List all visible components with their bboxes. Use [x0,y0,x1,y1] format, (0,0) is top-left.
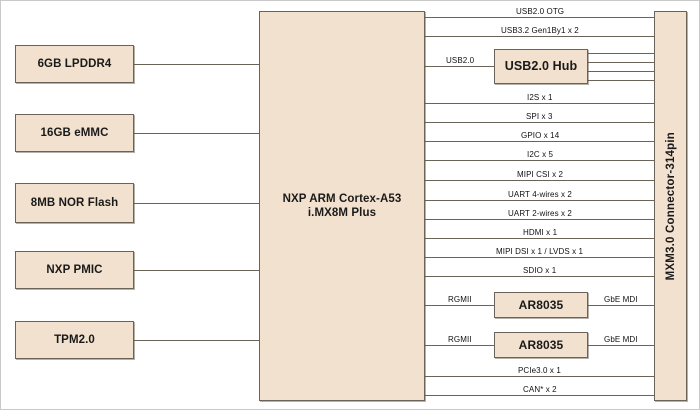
usb2-hub-input-label: USB2.0 [443,56,478,66]
signal-label: HDMI x 1 [520,228,561,238]
signal-label: I2C x 5 [524,150,557,160]
usb2-hub-output-wire [588,80,655,81]
ethernet-phy-label: AR8035 [518,337,564,352]
left-component-wire [134,270,260,271]
usb2-hub-block[interactable]: USB2.0 Hub [494,49,588,84]
left-component-box[interactable]: 16GB eMMC [15,114,134,152]
phy-rgmii-label: RGMII [445,335,475,345]
usb2-hub-input-wire [425,66,495,67]
signal-label: UART 2-wires x 2 [505,209,575,219]
phy-mdi-label: GbE MDI [601,295,641,305]
phy-rgmii-wire [425,305,495,306]
left-component-label: TPM2.0 [54,333,95,346]
signal-wire [425,17,655,18]
signal-label: USB2.0 OTG [513,7,568,17]
signal-wire [425,122,655,123]
cpu-block[interactable]: NXP ARM Cortex-A53 i.MX8M Plus [259,11,425,401]
phy-mdi-wire [588,345,655,346]
signal-label: SPI x 3 [523,112,556,122]
signal-label: SDIO x 1 [520,266,560,276]
phy-rgmii-wire [425,345,495,346]
cpu-block-label: NXP ARM Cortex-A53 i.MX8M Plus [282,192,402,219]
signal-label: PCIe3.0 x 1 [515,366,564,376]
signal-label: GPIO x 14 [518,131,563,141]
left-component-box[interactable]: 8MB NOR Flash [15,183,134,223]
signal-wire [425,180,655,181]
signal-wire [425,395,655,396]
signal-label: MIPI DSI x 1 / LVDS x 1 [493,247,587,257]
ethernet-phy-box[interactable]: AR8035 [494,292,588,318]
phy-mdi-label: GbE MDI [601,335,641,345]
signal-label: MIPI CSI x 2 [514,170,567,180]
usb2-hub-output-wire [588,62,655,63]
signal-label: CAN* x 2 [520,385,560,395]
mxm3-connector-label: MXM3.0 Connector-314pin [664,131,677,281]
left-component-label: NXP PMIC [46,263,103,276]
ethernet-phy-box[interactable]: AR8035 [494,332,588,358]
signal-wire [425,219,655,220]
ethernet-phy-label: AR8035 [518,297,564,312]
left-component-box[interactable]: 6GB LPDDR4 [15,45,134,83]
usb2-hub-output-wire [588,71,655,72]
signal-wire [425,141,655,142]
left-component-box[interactable]: TPM2.0 [15,321,134,359]
mxm3-connector-block[interactable]: MXM3.0 Connector-314pin [654,11,687,401]
signal-wire [425,36,655,37]
signal-wire [425,200,655,201]
signal-label: USB3.2 Gen1By1 x 2 [498,26,582,36]
left-component-wire [134,64,260,65]
signal-wire [425,376,655,377]
usb2-hub-label: USB2.0 Hub [504,58,578,73]
left-component-label: 16GB eMMC [40,126,109,139]
left-component-wire [134,133,260,134]
signal-wire [425,276,655,277]
left-component-wire [134,203,260,204]
signal-wire [425,257,655,258]
phy-rgmii-label: RGMII [445,295,475,305]
signal-wire [425,160,655,161]
left-component-box[interactable]: NXP PMIC [15,251,134,289]
signal-label: UART 4-wires x 2 [505,190,575,200]
left-component-wire [134,340,260,341]
signal-wire [425,238,655,239]
left-component-label: 8MB NOR Flash [30,196,119,209]
signal-label: I2S x 1 [524,93,556,103]
usb2-hub-output-wire [588,53,655,54]
left-component-label: 6GB LPDDR4 [37,57,112,70]
signal-wire [425,103,655,104]
phy-mdi-wire [588,305,655,306]
